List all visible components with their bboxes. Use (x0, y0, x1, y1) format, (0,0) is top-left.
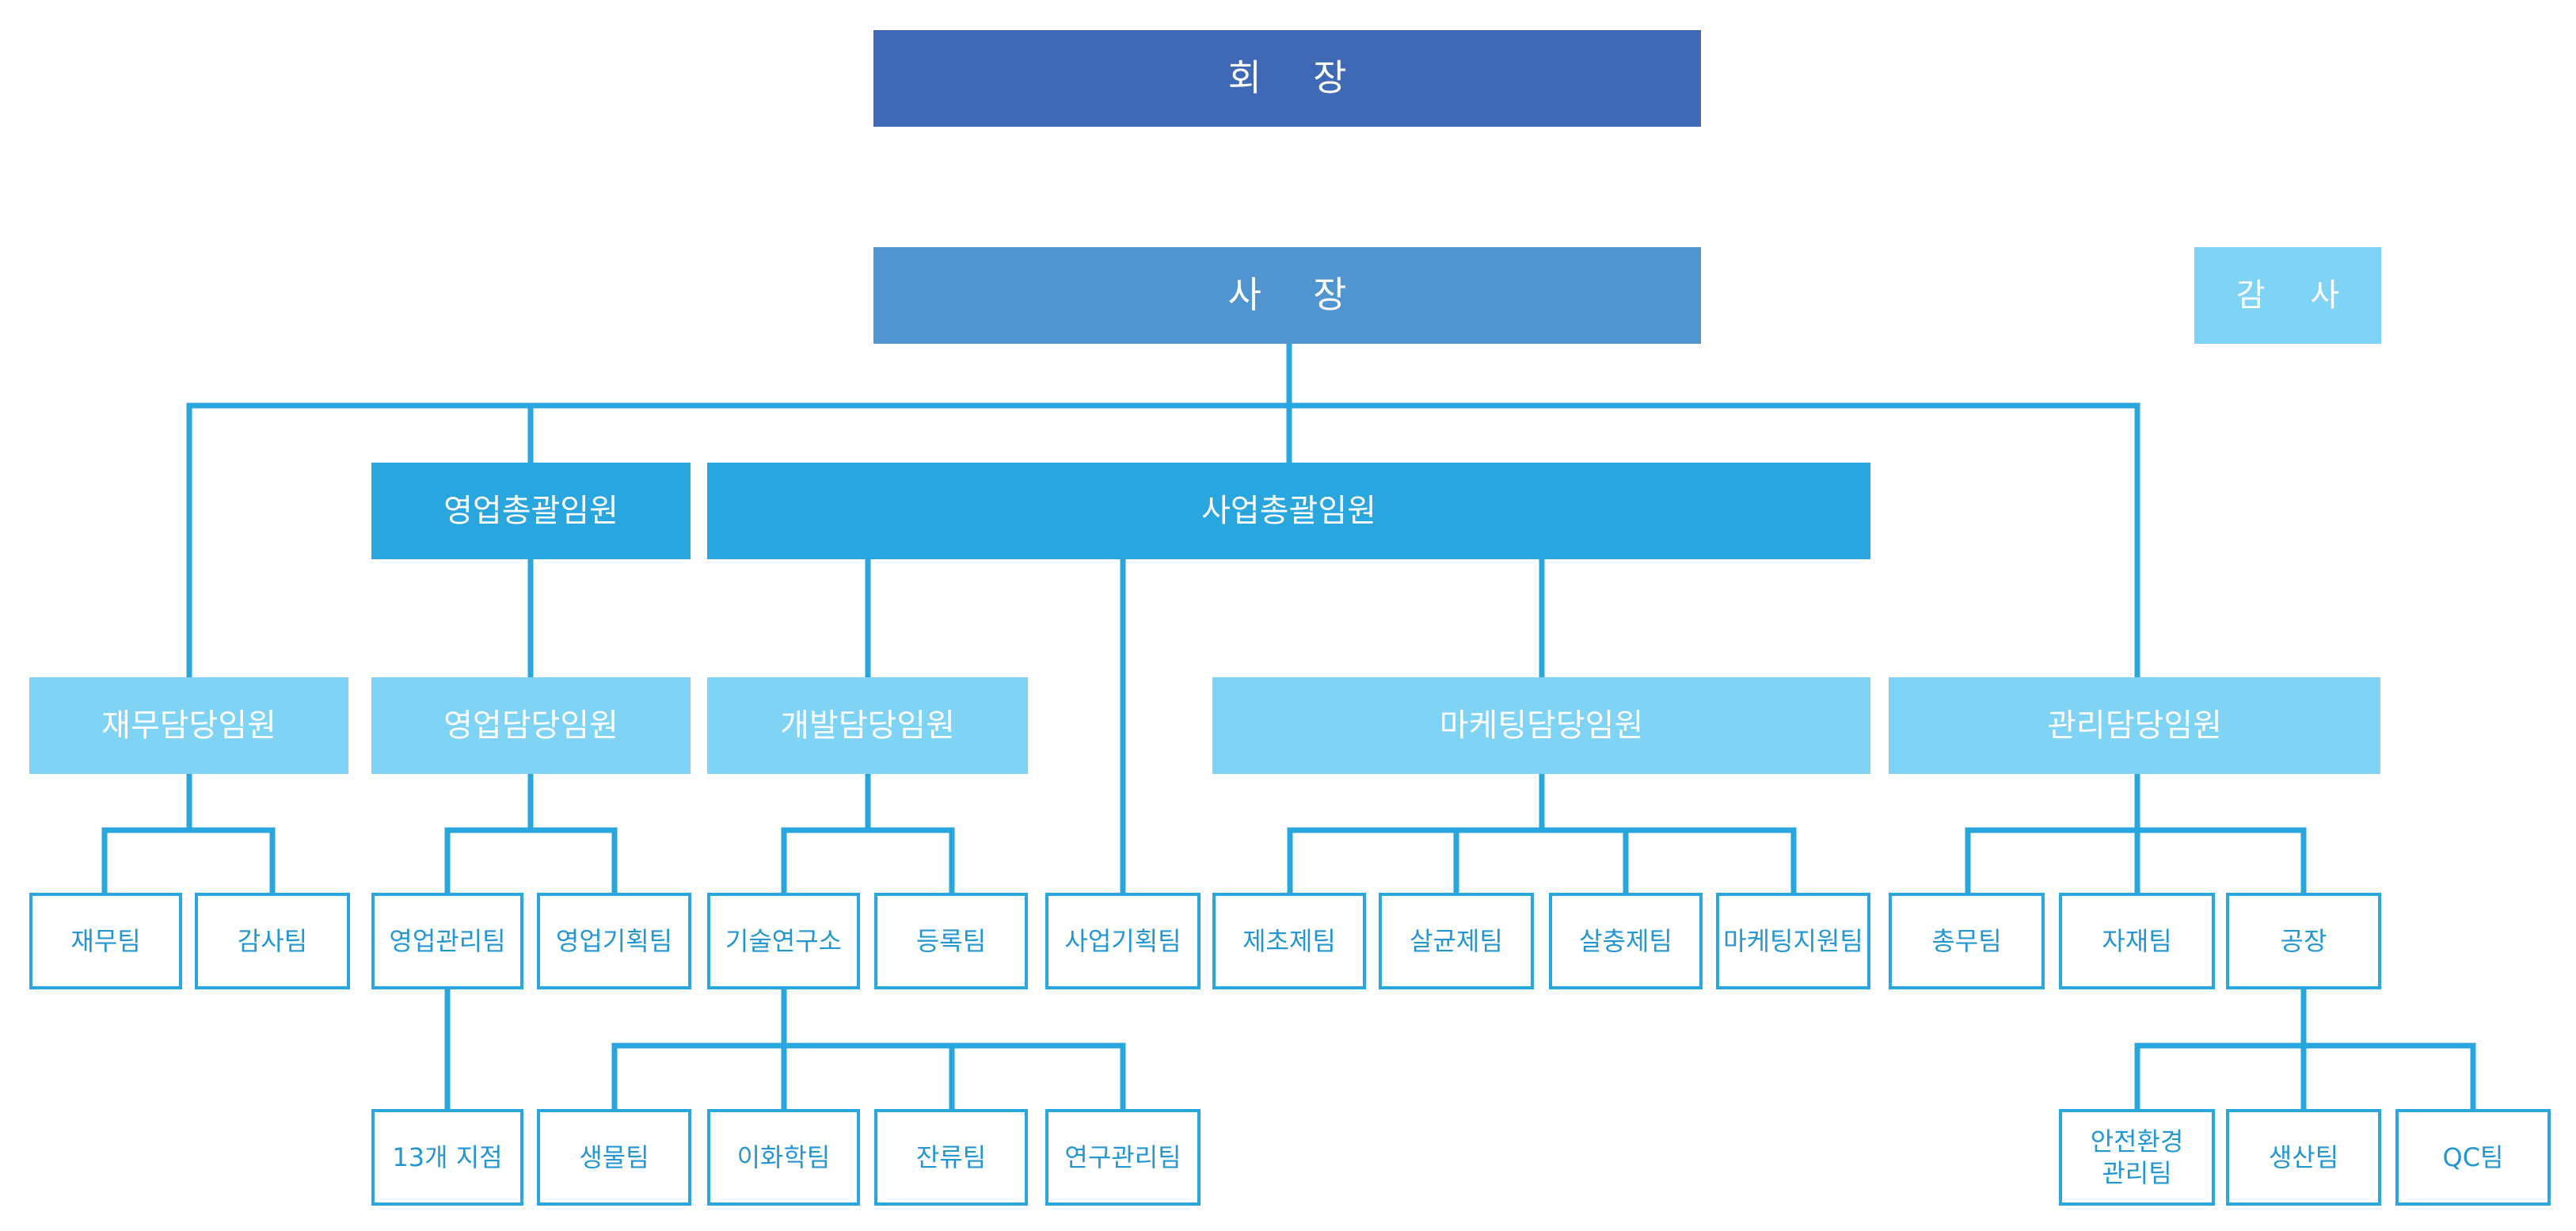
fungicide-team-box: 살균제팀 (1379, 893, 1534, 989)
herbicide-team-box: 제초제팀 (1212, 893, 1366, 989)
production-team-box: 생산팀 (2226, 1109, 2381, 1206)
marketing-director-box: 마케팅담당임원 (1212, 677, 1870, 774)
materials-team-box: 자재팀 (2059, 893, 2215, 989)
biology-team-box: 생물팀 (537, 1109, 691, 1206)
business-planning-team-box: 사업기획팀 (1045, 893, 1200, 989)
finance-team-box: 재무팀 (29, 893, 182, 989)
management-director-box: 관리담당임원 (1889, 677, 2380, 774)
audit-team-box: 감사팀 (195, 893, 350, 989)
business-general-executive-box: 사업총괄임원 (707, 463, 1870, 559)
finance-director-box: 재무담당임원 (29, 677, 348, 774)
sales-management-team-box: 영업관리팀 (371, 893, 523, 989)
sales-general-executive-box: 영업총괄임원 (371, 463, 691, 559)
research-management-team-box: 연구관리팀 (1045, 1109, 1200, 1206)
marketing-support-team-box: 마케팅지원팀 (1716, 893, 1870, 989)
chairman-box: 회 장 (873, 30, 1701, 127)
tech-institute-box: 기술연구소 (707, 893, 860, 989)
auditor-box: 감 사 (2194, 247, 2381, 344)
factory-box: 공장 (2226, 893, 2381, 989)
insecticide-team-box: 살충제팀 (1549, 893, 1703, 989)
registration-team-box: 등록팀 (874, 893, 1028, 989)
sales-director-box: 영업담당임원 (371, 677, 691, 774)
safety-environment-team-box: 안전환경 관리팀 (2059, 1109, 2215, 1206)
residue-team-box: 잔류팀 (874, 1109, 1028, 1206)
qc-team-box: QC팀 (2395, 1109, 2551, 1206)
general-affairs-team-box: 총무팀 (1889, 893, 2045, 989)
president-box: 사 장 (873, 247, 1701, 344)
branches-box: 13개 지점 (371, 1109, 523, 1206)
development-director-box: 개발담당임원 (707, 677, 1028, 774)
sales-planning-team-box: 영업기획팀 (537, 893, 691, 989)
physchem-team-box: 이화학팀 (707, 1109, 860, 1206)
